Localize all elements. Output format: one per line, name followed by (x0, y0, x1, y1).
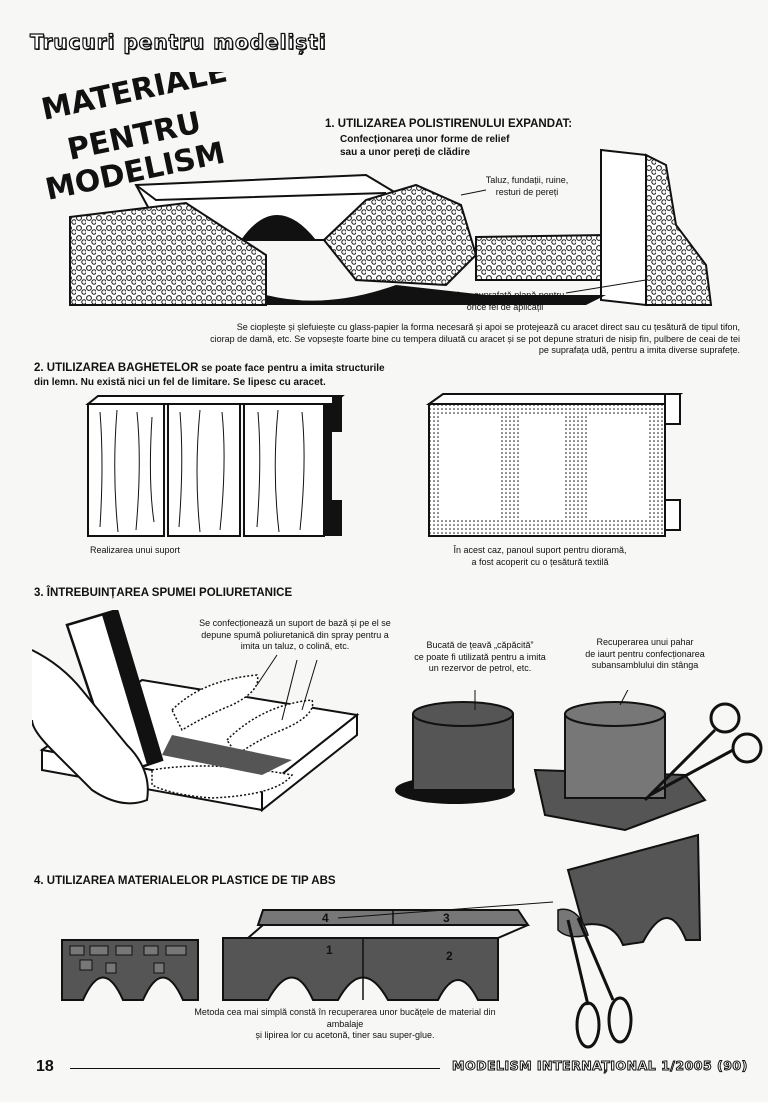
wood-support-illustration (85, 395, 345, 537)
label-pipe-line3: un rezervor de petrol, etc. (428, 663, 532, 674)
section1-subtitle-1: Confecționarea unor forme de relief (340, 134, 510, 145)
label-cup-line2: de iaurt pentru confecționarea (585, 648, 705, 659)
section1-label-bottom: Ruine, suprafață plană pentru orice fel … (430, 290, 580, 313)
label-pipe-line1: Bucată de țeavă „căpăcită” (426, 640, 534, 650)
caption-right-line1: În acest caz, panoul suport pentru diora… (453, 545, 627, 555)
section3-title: 3. ÎNTREBUINȚAREA SPUMEI POLIURETANICE (34, 587, 293, 599)
part-number-4: 4 (322, 911, 329, 925)
section2-caption-right: În acest caz, panoul suport pentru diora… (440, 545, 640, 568)
section2-title-line2: din lemn. Nu există nici un fel de limit… (34, 377, 326, 388)
part-number-2: 2 (446, 949, 453, 963)
part-number-1: 1 (326, 943, 333, 957)
label-foam-line1: Se confecționează un suport de bază și p… (199, 618, 391, 628)
section1-label-top: Taluz, fundații, ruine, resturi de pereț… (462, 175, 592, 198)
magazine-name: MODELISM INTERNAȚIONAL 1/2005 (90) (452, 1058, 748, 1074)
section3-label-pipe: Bucată de țeavă „căpăcită” ce poate fi u… (400, 640, 560, 675)
caption-right-line2: a fost acoperit cu o țesătură textilă (471, 556, 609, 567)
section2-caption-left: Realizarea unui suport (90, 545, 181, 555)
label-foam-line2: depune spumă poliuretanică din spray pen… (201, 629, 389, 640)
section1-description: Se cioplește și șlefuiește cu glass-papi… (210, 322, 740, 356)
section4-description: Metoda cea mai simplă constă în recupera… (185, 1007, 505, 1042)
footer-rule (70, 1068, 440, 1069)
section4-description-line1: Metoda cea mai simplă constă în recupera… (194, 1007, 496, 1029)
section4-title: 4. UTILIZAREA MATERIALELOR PLASTICE DE T… (34, 875, 336, 887)
section2-heading: 2. UTILIZAREA BAGHETELOR se poate face p… (34, 362, 385, 374)
label-top-line1: Taluz, fundații, ruine, (485, 175, 569, 185)
section4-description-line2: și lipirea lor cu acetonă, tiner sau sup… (255, 1030, 435, 1041)
polystyrene-illustration (69, 148, 713, 307)
section1-title: 1. UTILIZAREA POLISTIRENULUI EXPANDAT: (325, 118, 573, 130)
section2-title-rest: se poate face pentru a imita structurile (198, 363, 385, 374)
page-number: 18 (36, 1058, 54, 1075)
section1-subtitle-2: sau a unor pereți de clădire (340, 147, 471, 158)
label-top-line2: resturi de pereți (495, 186, 559, 197)
section-header-title: Trucuri pentru modeliști (29, 29, 327, 54)
label-foam-line3: imita un taluz, o colină, etc. (240, 641, 350, 652)
label-cup-line3: subansamblului din stânga (591, 660, 699, 671)
section3-label-foam: Se confecționează un suport de bază și p… (185, 618, 405, 653)
label-bottom-line1: Ruine, suprafață plană pentru (445, 290, 565, 300)
pipe-cup-illustration (395, 690, 763, 832)
label-cup-line1: Recuperarea unui pahar (596, 637, 694, 647)
abs-plastic-illustration: 1 2 3 4 (61, 833, 702, 1049)
foam-spray-illustration (32, 610, 360, 813)
label-pipe-line2: ce poate fi utilizată pentru a imita (414, 651, 546, 662)
textile-panel-illustration (425, 393, 684, 537)
label-bottom-line2: orice fel de aplicații (466, 301, 544, 312)
part-number-3: 3 (443, 911, 450, 925)
section2-title: 2. UTILIZAREA BAGHETELOR (34, 362, 199, 374)
section3-label-cup: Recuperarea unui pahar de iaurt pentru c… (575, 637, 715, 672)
